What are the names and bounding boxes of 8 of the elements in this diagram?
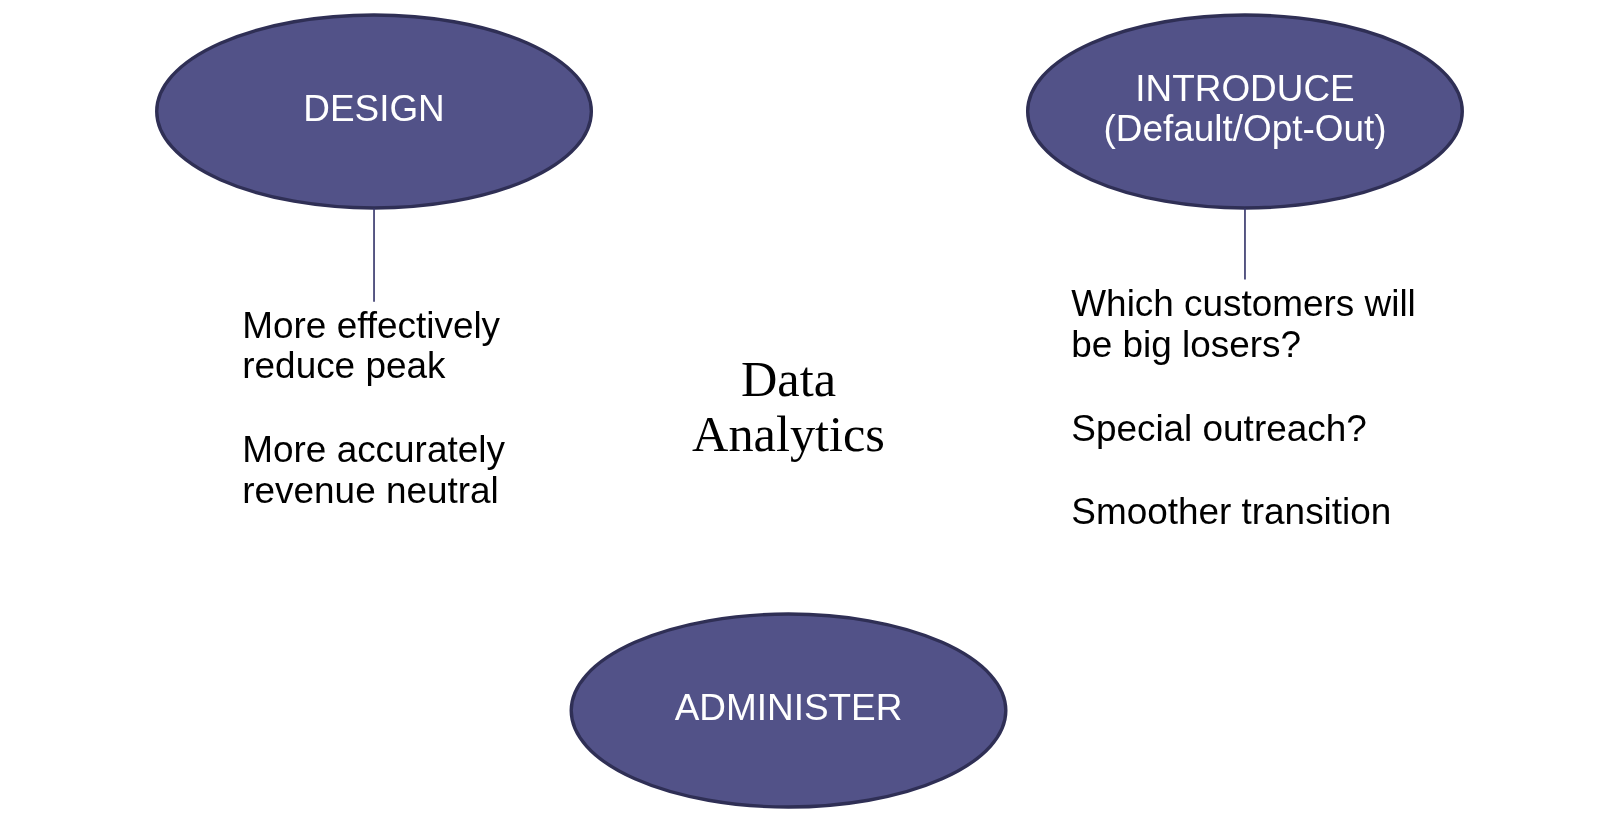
connector (372, 207, 375, 303)
label: Data Analytics (691, 350, 885, 463)
connector (1243, 207, 1246, 281)
node-ellipse: DESIGN (154, 13, 593, 210)
node-ellipse: INTRODUCE (Default/Opt-Out) (1025, 13, 1464, 210)
node-text: More effectively reduce peak More accurately revenue neutral (241, 305, 505, 511)
node-text: Which customers will be big losers? Special outreach? Smoother transition (1070, 283, 1416, 533)
node-ellipse: ADMINISTER (569, 612, 1007, 809)
